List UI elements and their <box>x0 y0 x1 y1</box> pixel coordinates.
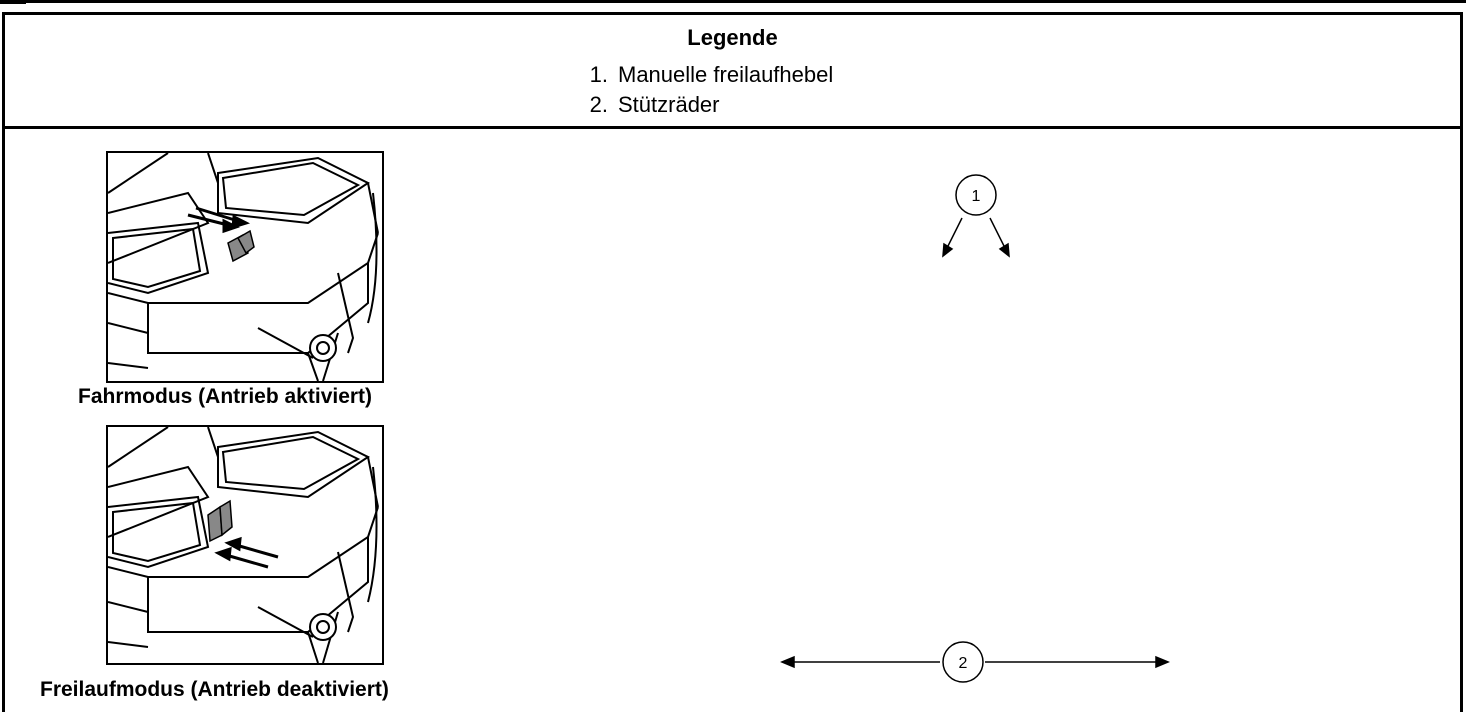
legend-item-label: Stützräder <box>618 92 720 117</box>
callout-2-number: 2 <box>959 655 968 672</box>
callout-1-circle <box>955 174 997 216</box>
drive-mode-illustration <box>106 151 384 383</box>
legend-item-2: 2. Stützräder <box>570 90 833 120</box>
legend-item-number: 1. <box>589 62 608 87</box>
legend-title: Legende <box>687 25 778 50</box>
content-frame: Legende 1. Manuelle freilaufhebel 2. Stütz… <box>2 12 1463 712</box>
header-rule <box>0 0 1466 4</box>
freewheel-mode-caption: Freilaufmodus (Antrieb deaktiviert) <box>40 678 389 701</box>
freewheel-mode-illustration <box>106 425 384 665</box>
callout-2: 2 <box>780 641 1170 683</box>
legend-box: Legende 1. Manuelle freilaufhebel 2. Stütz… <box>5 15 1460 129</box>
legend-item-number: 2. <box>589 92 608 117</box>
legend-item-label: Manuelle freilaufhebel <box>618 62 834 87</box>
legend-item-1: 1. Manuelle freilaufhebel <box>570 60 834 90</box>
callout-1: 1 <box>942 174 1010 258</box>
callout-2-circle <box>942 641 984 683</box>
callout-1-number: 1 <box>972 188 981 205</box>
drive-mode-caption: Fahrmodus (Antrieb aktiviert) <box>78 385 373 408</box>
legend-list: 1. Manuelle freilaufhebel 2. Stützräder <box>570 60 834 120</box>
